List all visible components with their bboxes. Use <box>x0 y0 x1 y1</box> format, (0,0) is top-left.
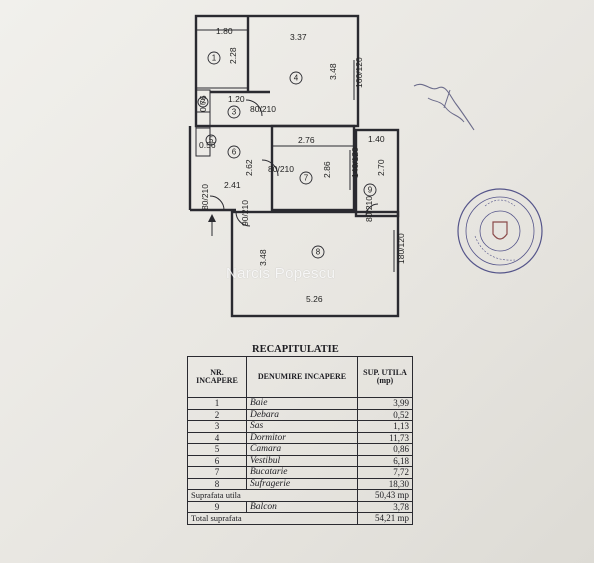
cell-nr: 3 <box>187 420 247 433</box>
dim-label: 2.70 <box>376 159 386 176</box>
cell-name: Sas <box>246 420 358 433</box>
cell-name: Vestibul <box>246 454 358 467</box>
cell-name: Bucatarie <box>246 466 358 479</box>
cell-area: 0,86 <box>357 443 413 456</box>
room-number: 2 <box>201 98 206 107</box>
cell-nr: 2 <box>187 408 247 421</box>
dim-label: 0.76 <box>198 95 208 112</box>
table-header-row: NR. INCAPERE DENUMIRE INCAPERE SUP. UTIL… <box>187 356 413 398</box>
dim-label: 80/210 <box>268 164 294 174</box>
room-number: 8 <box>316 248 321 257</box>
cell-nr: 6 <box>187 454 247 467</box>
summary-value: 50,43 mp <box>357 489 413 502</box>
official-stamp-icon <box>457 188 543 274</box>
cell-area: 11,73 <box>357 431 413 444</box>
summary-row-total: Total suprafata 54,21 mp <box>187 512 413 525</box>
room-number: 1 <box>212 54 217 63</box>
signature-image <box>413 83 475 131</box>
room-number: 9 <box>368 186 373 195</box>
cell-nr: 4 <box>187 431 247 444</box>
cell-area: 7,72 <box>357 466 413 479</box>
cell-area: 3,78 <box>357 500 413 513</box>
cell-nr: 7 <box>187 466 247 479</box>
dim-label: 180/120 <box>396 233 406 264</box>
dim-label: 2.86 <box>322 161 332 178</box>
cell-name: Debara <box>246 408 358 421</box>
dim-label: 3.37 <box>290 32 307 42</box>
summary-label: Suprafata utila <box>187 489 358 502</box>
dim-label: 1.20 <box>228 94 245 104</box>
dim-label: 80/210 <box>250 104 276 114</box>
dim-label: 2.41 <box>224 180 241 190</box>
room-number: 4 <box>294 74 299 83</box>
header-sup: SUP. UTILA (mp) <box>357 356 413 398</box>
cell-nr: 8 <box>187 477 247 490</box>
room-number: 6 <box>232 148 237 157</box>
dim-label: 0.56 <box>199 140 216 150</box>
table-row-balcon: 9 Balcon 3,78 <box>187 500 413 513</box>
room-number: 3 <box>232 108 237 117</box>
dim-label: 140/120 <box>350 147 360 178</box>
recap-table: NR. INCAPERE DENUMIRE INCAPERE SUP. UTIL… <box>187 356 413 525</box>
summary-number: 50,43 <box>374 490 396 501</box>
plan-wall <box>270 124 356 212</box>
plan-wall <box>195 89 211 157</box>
summary-unit: mp <box>397 490 409 501</box>
dim-label: 1.40 <box>368 134 385 144</box>
cell-area: 0,52 <box>357 408 413 421</box>
watermark: Narcis Popescu <box>226 265 336 282</box>
cell-name: Dormitor <box>246 431 358 444</box>
plan-wall <box>354 128 400 218</box>
dim-label: 3.48 <box>328 63 338 80</box>
plan-wall <box>230 210 400 318</box>
header-nr: NR. INCAPERE <box>187 356 247 398</box>
cell-nr: 9 <box>187 500 247 513</box>
dim-label: 1.80 <box>216 26 233 36</box>
cell-name: Camara <box>246 443 358 456</box>
room-number: 7 <box>304 174 309 183</box>
dim-label: 5.26 <box>306 294 323 304</box>
total-unit: mp <box>397 513 409 524</box>
dim-label: 80/210 <box>364 196 374 222</box>
cell-area: 1,13 <box>357 420 413 433</box>
cell-area: 6,18 <box>357 454 413 467</box>
summary-row-utila: Suprafata utila 50,43 mp <box>187 489 413 502</box>
dim-label: 90/210 <box>240 200 250 226</box>
room-number: 5 <box>209 136 214 145</box>
cell-name: Balcon <box>246 500 358 513</box>
dim-label: 3.48 <box>258 249 268 266</box>
cell-nr: 5 <box>187 443 247 456</box>
cell-name: Sufragerie <box>246 477 358 490</box>
dim-label: 80/210 <box>200 184 210 210</box>
dim-label: 160/120 <box>354 57 364 88</box>
dim-label: 2.76 <box>298 135 315 145</box>
floor-plan: 1.80 3.37 2.28 3.48 160/120 1.20 80/210 … <box>188 14 406 318</box>
header-name: DENUMIRE INCAPERE <box>246 356 358 398</box>
cell-name: Baie <box>246 397 358 410</box>
table-title: RECAPITULATIE <box>252 344 339 355</box>
cell-area: 3,99 <box>357 397 413 410</box>
dim-label: 2.62 <box>244 159 254 176</box>
cell-nr: 1 <box>187 397 247 410</box>
total-label: Total suprafata <box>187 512 358 525</box>
dim-label: 2.28 <box>228 47 238 64</box>
total-number: 54,21 <box>374 513 396 524</box>
total-value: 54,21 mp <box>357 512 413 525</box>
plan-wall <box>195 29 249 89</box>
cell-area: 18,30 <box>357 477 413 490</box>
